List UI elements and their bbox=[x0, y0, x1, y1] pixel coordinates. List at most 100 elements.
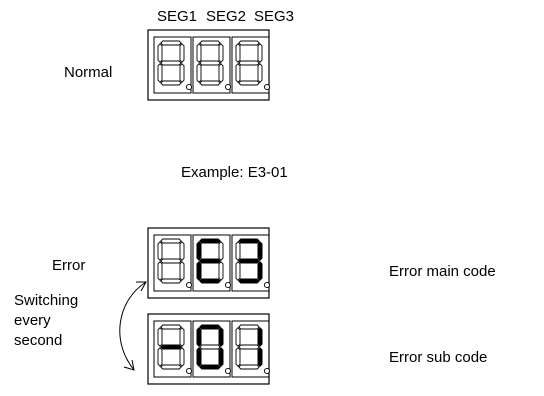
error-main-digit-3-segment-d bbox=[238, 278, 260, 284]
normal-digit-2 bbox=[192, 36, 232, 94]
error-main-digit-2 bbox=[192, 234, 232, 292]
error-main-digit-1 bbox=[153, 234, 193, 292]
normal-digit-3-segment-c bbox=[257, 63, 263, 83]
error-main-digit-3-segment-f bbox=[235, 241, 241, 261]
error-main-digit-2-segment-g bbox=[199, 258, 221, 264]
error-sub-digit-2-segment-a bbox=[199, 324, 221, 330]
error-main-digit-3-segment-e bbox=[235, 261, 241, 281]
normal-digit-2-segment-b bbox=[218, 43, 224, 63]
normal-digit-1-segment-f bbox=[157, 43, 163, 63]
error-main-digit-3-window bbox=[231, 234, 270, 292]
normal-digit-3 bbox=[231, 36, 271, 94]
seg1-header: SEG1 bbox=[156, 8, 198, 25]
normal-digit-3-segment-b bbox=[257, 43, 263, 63]
normal-digit-3-window bbox=[231, 36, 270, 94]
error-sub-digit-2 bbox=[192, 320, 232, 378]
error-main-digit-2-segment-b bbox=[218, 241, 224, 261]
error-main-digit-1-segment-f bbox=[157, 241, 163, 261]
error-sub-digit-1-segment-f bbox=[157, 327, 163, 347]
normal-label: Normal bbox=[64, 64, 113, 81]
error-label: Error bbox=[52, 257, 86, 274]
switching-arrow-icon bbox=[119, 281, 147, 371]
error-sub-digit-1-segment-b bbox=[179, 327, 185, 347]
normal-digit-1 bbox=[153, 36, 193, 94]
error-main-digit-3-dot bbox=[263, 281, 271, 289]
error-sub-digit-2-segment-c bbox=[218, 347, 224, 367]
error-sub-digit-1-segment-c bbox=[179, 347, 185, 367]
switching-label: Switching every second bbox=[14, 291, 78, 351]
normal-digit-2-window bbox=[192, 36, 231, 94]
error-main-code-label: Error main code bbox=[389, 263, 496, 280]
normal-digit-3-dot bbox=[263, 83, 271, 91]
example-label: Example: E3-01 bbox=[181, 164, 288, 181]
normal-digit-1-window bbox=[153, 36, 192, 94]
normal-digit-1-segment-d bbox=[160, 80, 182, 86]
error-main-digit-3 bbox=[231, 234, 271, 292]
error-main-digit-3-segment-c bbox=[257, 261, 263, 281]
error-main-digit-3-segment-a bbox=[238, 238, 260, 244]
error-main-digit-1-segment-c bbox=[179, 261, 185, 281]
error-main-digit-2-segment-d bbox=[199, 278, 221, 284]
error-sub-digit-3-segment-f bbox=[235, 327, 241, 347]
error-main-digit-1-segment-e bbox=[157, 261, 163, 281]
error-sub-digit-1-dot bbox=[185, 367, 193, 375]
error-main-digit-2-window bbox=[192, 234, 231, 292]
normal-digit-3-segment-g bbox=[238, 60, 260, 66]
error-sub-digit-2-window bbox=[192, 320, 231, 378]
error-sub-digit-3-segment-d bbox=[238, 364, 260, 370]
error-main-digit-2-segment-a bbox=[199, 238, 221, 244]
seg2-header: SEG2 bbox=[205, 8, 247, 25]
seg3-header: SEG3 bbox=[253, 8, 295, 25]
error-main-digit-3-segment-b bbox=[257, 241, 263, 261]
normal-digit-3-segment-a bbox=[238, 40, 260, 46]
error-sub-digit-3-segment-b bbox=[257, 327, 263, 347]
normal-digit-1-segment-c bbox=[179, 63, 185, 83]
error-main-digit-1-segment-b bbox=[179, 241, 185, 261]
error-sub-digit-2-segment-f bbox=[196, 327, 202, 347]
error-sub-digit-2-dot bbox=[224, 367, 232, 375]
error-sub-digit-2-segment-b bbox=[218, 327, 224, 347]
error-sub-digit-1-segment-a bbox=[160, 324, 182, 330]
error-sub-code-label: Error sub code bbox=[389, 349, 488, 366]
error-sub-digit-3 bbox=[231, 320, 271, 378]
error-sub-digit-1-segment-e bbox=[157, 347, 163, 367]
normal-digit-1-dot bbox=[185, 83, 193, 91]
error-sub-digit-3-segment-g bbox=[238, 344, 260, 350]
switching-line-3: second bbox=[14, 332, 63, 349]
normal-digit-2-dot bbox=[224, 83, 232, 91]
error-sub-digit-1-segment-g bbox=[160, 344, 182, 350]
error-sub-digit-2-segment-e bbox=[196, 347, 202, 367]
normal-digit-3-segment-d bbox=[238, 80, 260, 86]
normal-digit-2-segment-d bbox=[199, 80, 221, 86]
switching-line-2: every bbox=[14, 312, 51, 329]
error-main-digit-2-segment-f bbox=[196, 241, 202, 261]
switching-line-1: Switching bbox=[14, 292, 79, 309]
error-sub-digit-1 bbox=[153, 320, 193, 378]
error-main-digit-1-dot bbox=[185, 281, 193, 289]
error-main-digit-1-window bbox=[153, 234, 192, 292]
normal-digit-2-segment-g bbox=[199, 60, 221, 66]
normal-digit-2-segment-c bbox=[218, 63, 224, 83]
error-sub-digit-2-segment-d bbox=[199, 364, 221, 370]
error-main-digit-2-segment-c bbox=[218, 261, 224, 281]
error-main-digit-1-segment-d bbox=[160, 278, 182, 284]
error-sub-digit-3-segment-e bbox=[235, 347, 241, 367]
normal-digit-3-segment-f bbox=[235, 43, 241, 63]
error-main-digit-2-dot bbox=[224, 281, 232, 289]
normal-digit-3-segment-e bbox=[235, 63, 241, 83]
error-main-digit-3-segment-g bbox=[238, 258, 260, 264]
error-sub-digit-3-segment-a bbox=[238, 324, 260, 330]
normal-digit-2-segment-f bbox=[196, 43, 202, 63]
normal-digit-2-segment-e bbox=[196, 63, 202, 83]
error-main-digit-1-segment-g bbox=[160, 258, 182, 264]
error-main-display bbox=[147, 227, 271, 299]
normal-digit-1-segment-g bbox=[160, 60, 182, 66]
normal-digit-2-segment-a bbox=[199, 40, 221, 46]
error-main-digit-1-segment-a bbox=[160, 238, 182, 244]
normal-display bbox=[147, 29, 271, 101]
error-sub-digit-1-segment-d bbox=[160, 364, 182, 370]
error-sub-digit-3-segment-c bbox=[257, 347, 263, 367]
error-sub-digit-3-dot bbox=[263, 367, 271, 375]
error-sub-display bbox=[147, 313, 271, 385]
